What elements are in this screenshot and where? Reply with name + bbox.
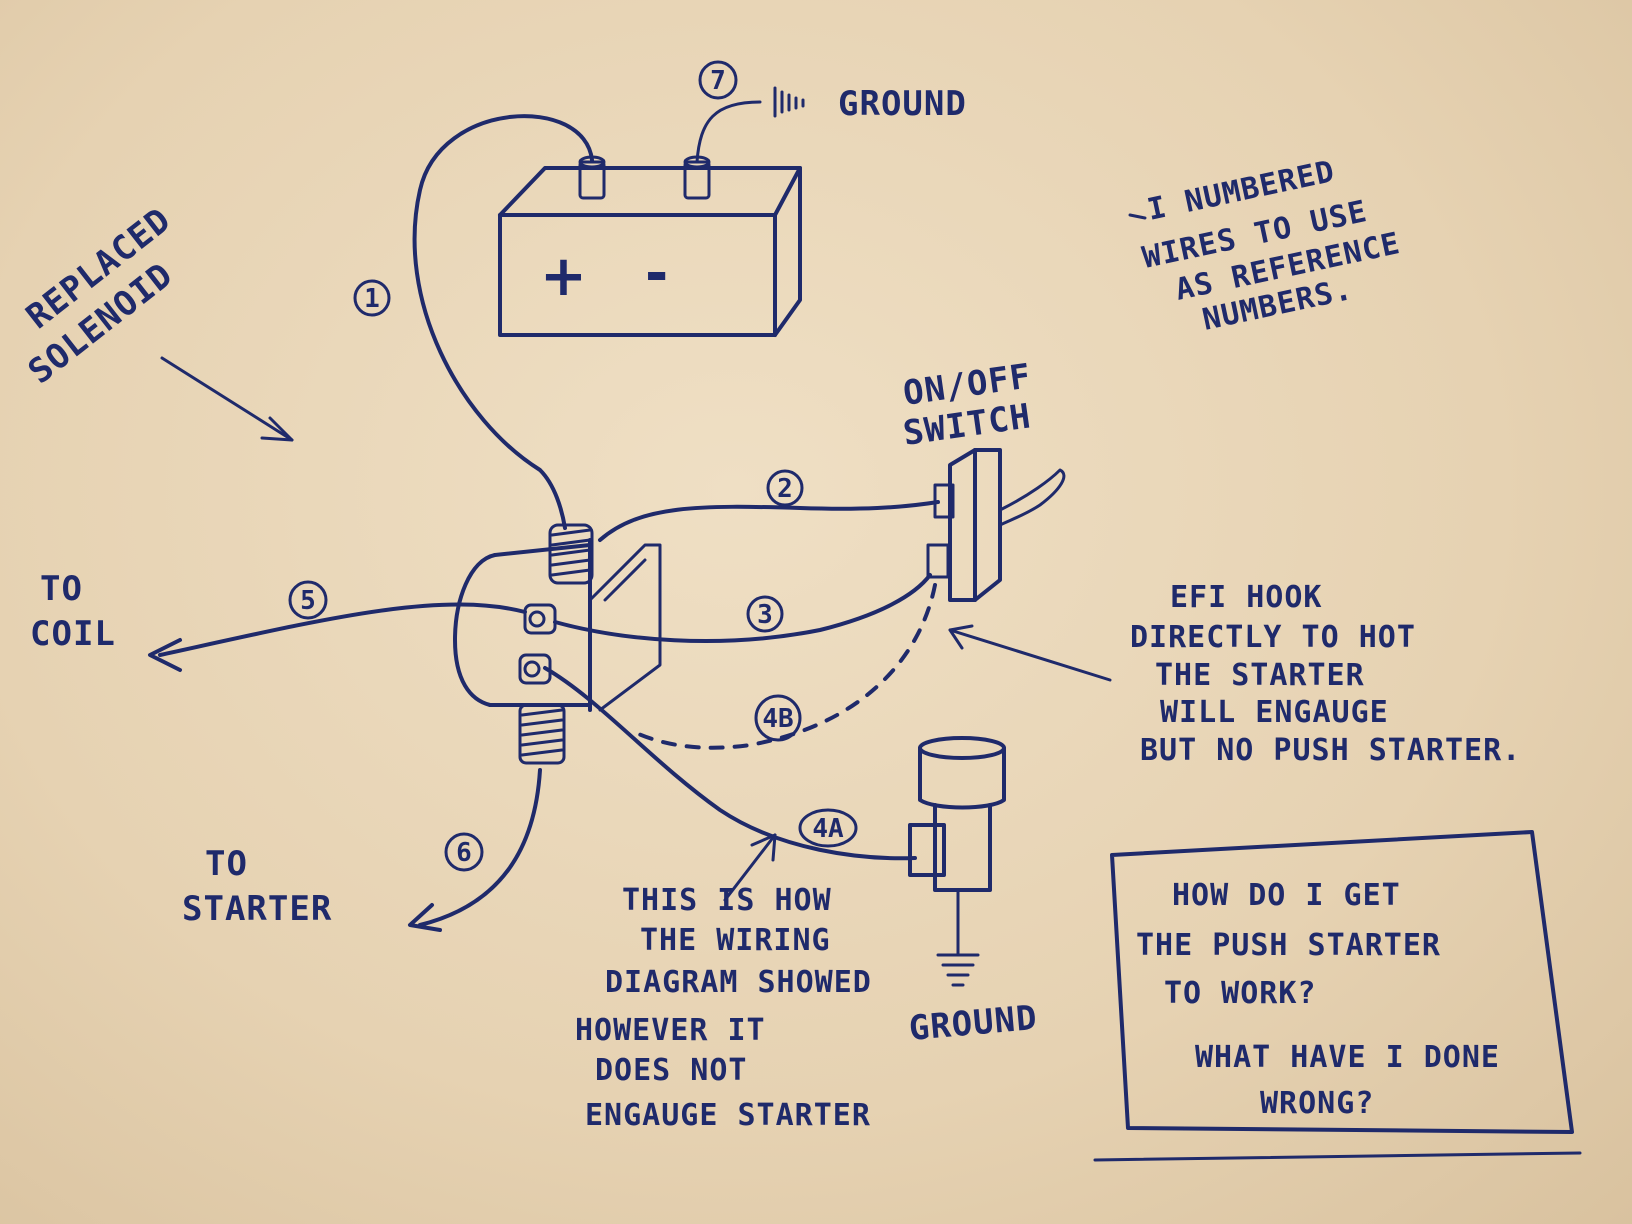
push-starter-terminal: [908, 823, 946, 877]
svg-text:4B: 4B: [762, 704, 793, 734]
battery-positive-terminal: [578, 155, 606, 200]
svg-text:HOWEVER IT: HOWEVER IT: [575, 1013, 766, 1048]
wire-6-arrowhead: [408, 903, 442, 932]
question-line-2: THE PUSH STARTER: [1136, 928, 1441, 963]
wire-3-marker: 3: [746, 595, 784, 633]
svg-text:5: 5: [300, 586, 316, 616]
wire-5: [158, 602, 527, 657]
replaced-solenoid-label: REPLACED SOLENOID: [19, 200, 181, 392]
to-starter-label: TO STARTER: [182, 844, 332, 929]
note-numbered-wires: I NUMBERED WIRES TO USE AS REFERENCE NUM…: [1128, 154, 1403, 338]
svg-text:7: 7: [710, 66, 726, 96]
battery-minus-sign: -: [645, 241, 668, 306]
on-off-switch-label: ON/OFF SWITCH: [901, 356, 1034, 454]
svg-text:BUT NO PUSH STARTER.: BUT NO PUSH STARTER.: [1140, 733, 1521, 768]
svg-text:DOES NOT: DOES NOT: [595, 1053, 748, 1088]
ground-label-top: GROUND: [838, 84, 967, 124]
svg-text:3: 3: [757, 600, 773, 630]
question-line-1: HOW DO I GET: [1172, 878, 1401, 913]
ground-label-bottom: GROUND: [907, 998, 1039, 1049]
solenoid-bottom-post: [518, 703, 566, 765]
wire-1-marker: 1: [353, 279, 391, 317]
wire-4b-marker: 4B: [754, 694, 802, 742]
svg-text:DIRECTLY TO HOT: DIRECTLY TO HOT: [1130, 620, 1416, 655]
solenoid: [453, 523, 662, 765]
question-line-5: WRONG?: [1260, 1086, 1374, 1121]
solenoid-top-post: [548, 523, 594, 585]
wire-1: [412, 114, 594, 530]
switch-terminal-bottom: [926, 543, 950, 579]
svg-text:4A: 4A: [812, 814, 844, 844]
arrow-to-solenoid: [160, 356, 294, 442]
note-wiring-diagram: THIS IS HOW THE WIRING DIAGRAM SHOWED HO…: [575, 883, 872, 1133]
svg-text:THE WIRING: THE WIRING: [640, 923, 831, 958]
svg-text:TO: TO: [40, 569, 83, 609]
svg-text:WILL ENGAUGE: WILL ENGAUGE: [1160, 695, 1389, 730]
svg-text:COIL: COIL: [30, 614, 116, 654]
note-efi-hook: EFI HOOK DIRECTLY TO HOT THE STARTER WIL…: [1130, 580, 1521, 768]
wire-2: [598, 500, 940, 542]
ground-symbol-bottom: [936, 888, 980, 987]
question-line-4: WHAT HAVE I DONE: [1195, 1040, 1500, 1075]
arrow-to-wire-4a: [723, 833, 777, 902]
svg-text:TO: TO: [205, 844, 248, 884]
wire-5-marker: 5: [288, 580, 328, 620]
svg-text:2: 2: [777, 474, 793, 504]
on-off-switch: [926, 448, 1066, 602]
to-coil-label: TO COIL: [30, 569, 116, 654]
wire-4a-marker: 4A: [798, 808, 858, 848]
question-box: HOW DO I GET THE PUSH STARTER TO WORK? W…: [1093, 830, 1582, 1162]
wire-7-marker: 7: [698, 60, 738, 100]
push-starter-button: [908, 736, 1006, 892]
wire-5-arrowhead: [148, 638, 182, 672]
solenoid-coil-terminal: [523, 603, 557, 635]
svg-text:EFI HOOK: EFI HOOK: [1170, 580, 1323, 615]
question-line-3: TO WORK?: [1164, 976, 1317, 1011]
wire-6-marker: 6: [444, 832, 484, 872]
svg-text:THIS IS HOW: THIS IS HOW: [622, 883, 832, 918]
wire-3: [553, 573, 932, 643]
ground-symbol-top: [695, 86, 805, 164]
svg-text:THE STARTER: THE STARTER: [1155, 658, 1365, 693]
wire-6: [418, 768, 542, 927]
svg-text:DIAGRAM SHOWED: DIAGRAM SHOWED: [605, 965, 872, 1000]
svg-text:STARTER: STARTER: [182, 889, 332, 929]
svg-text:1: 1: [364, 284, 380, 314]
battery-plus-sign: +: [540, 244, 587, 309]
wire-4a: [543, 666, 917, 861]
wire-4b: [628, 583, 937, 750]
svg-text:ENGAUGE STARTER: ENGAUGE STARTER: [585, 1098, 871, 1133]
arrow-to-switch-terminal: [948, 624, 1112, 682]
wire-2-marker: 2: [766, 469, 804, 507]
battery: + -: [498, 155, 802, 337]
svg-text:6: 6: [456, 838, 472, 868]
